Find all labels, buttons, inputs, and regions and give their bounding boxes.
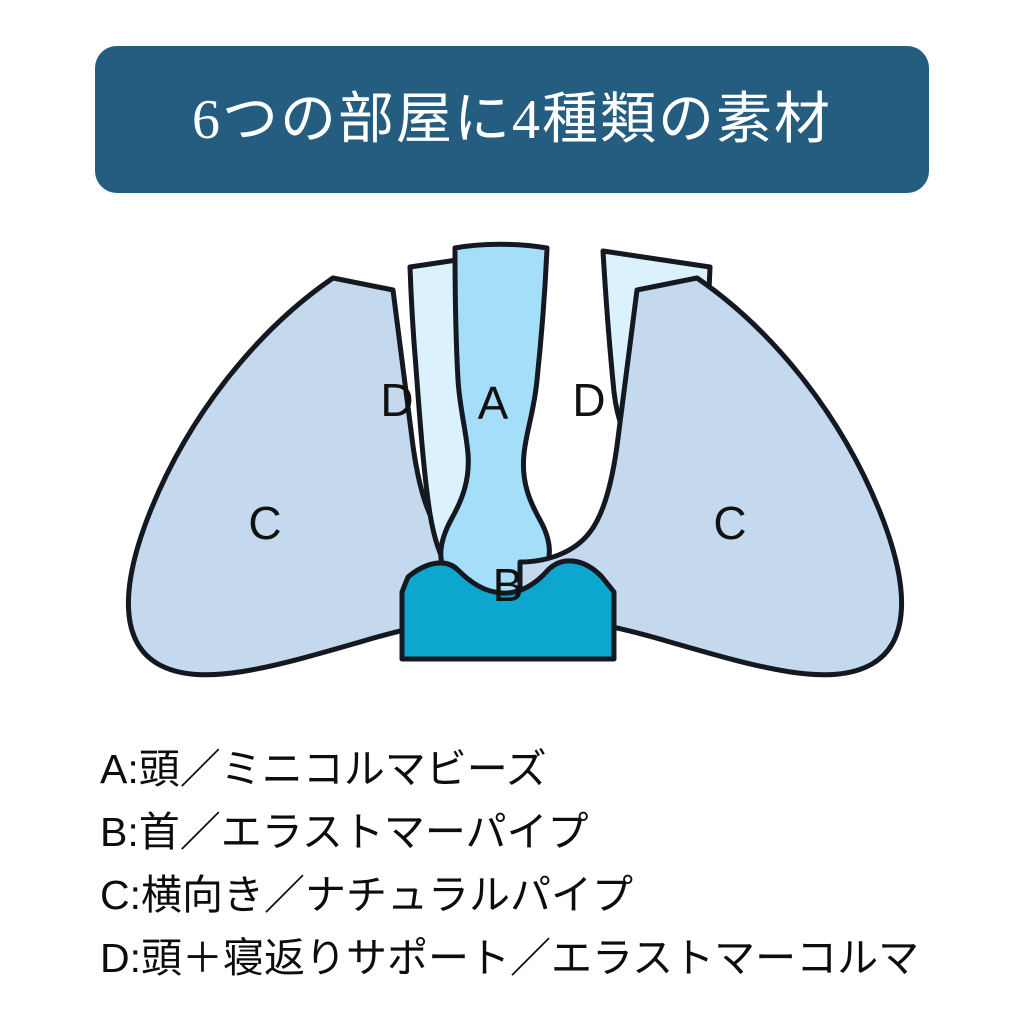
pillow-diagram: C D A D C B (110, 232, 920, 702)
region-label-d-left: D (380, 374, 413, 426)
region-label-d-right: D (572, 374, 605, 426)
region-b-neck[interactable] (399, 558, 617, 662)
pillow-diagram-svg: C D A D C B (126, 241, 904, 678)
legend-item-b: B:首／エラストマーパイプ (100, 809, 589, 855)
legend-item-a: A:頭／ミニコルマビーズ (100, 746, 547, 792)
region-label-c-left: C (248, 497, 281, 549)
region-label-a-center: A (478, 377, 509, 429)
region-label-b-neck: B (493, 559, 524, 611)
legend-item-d: D:頭＋寝返りサポート／エラストマーコルマ (100, 935, 920, 981)
legend-list: A:頭／ミニコルマビーズ B:首／エラストマーパイプ C:横向き／ナチュラルパイ… (100, 738, 1000, 990)
header-banner: 6つの部屋に4種類の素材 (95, 46, 929, 193)
region-label-c-right: C (713, 497, 746, 549)
page-title: 6つの部屋に4種類の素材 (192, 88, 832, 151)
region-c-right[interactable] (517, 275, 904, 678)
legend-item-c: C:横向き／ナチュラルパイプ (100, 872, 633, 918)
